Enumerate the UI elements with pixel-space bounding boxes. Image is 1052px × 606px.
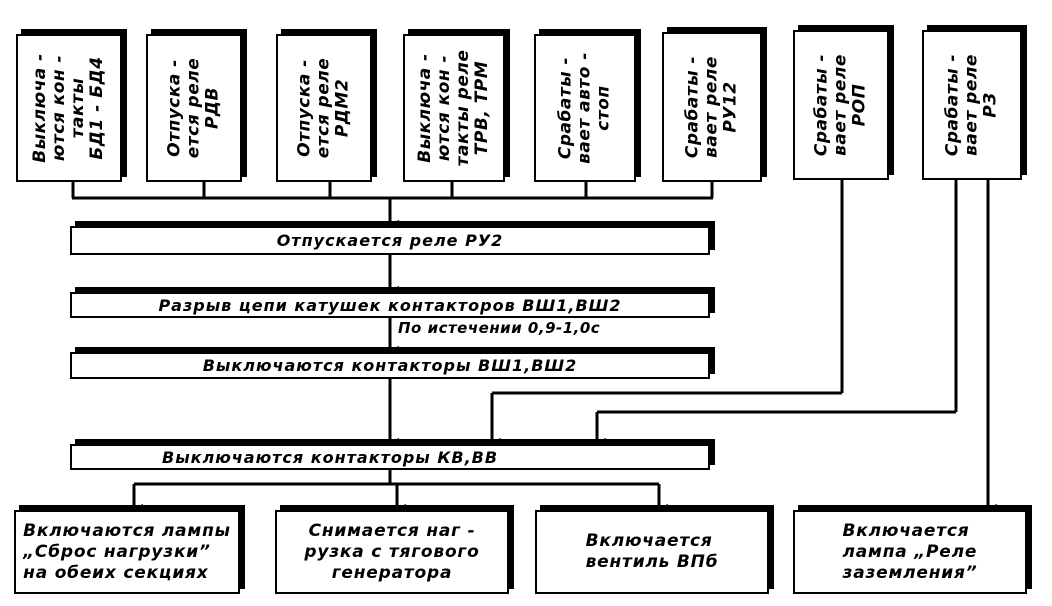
stage-text: Разрыв цепи катушек контакторов ВШ1,ВШ2	[158, 295, 622, 315]
stage-coil-break: Разрыв цепи катушек контакторов ВШ1,ВШ2	[70, 292, 710, 318]
bottom-box-load-reset-lamps: Включаются лампы „Сброс нагрузки” на обе…	[14, 510, 240, 594]
stage-ru2-release: Отпускается реле РУ2	[70, 226, 710, 255]
top-box-autostop: Срабаты - вает авто - стоп	[534, 34, 636, 182]
bottom-box-text: Включается лампа „Реле заземления”	[842, 520, 978, 583]
bottom-box-text: Снимается наг - рузка с тягового генерат…	[304, 520, 480, 583]
top-box-text: Отпуска - ется реле РДМ2	[294, 57, 353, 159]
top-box-rop: Срабаты - вает реле РОП	[793, 30, 889, 180]
top-box-rdv: Отпуска - ется реле РДВ	[146, 34, 242, 182]
top-box-text: Выключа - ются кон - такты реле ТРВ, ТРМ	[415, 49, 492, 167]
stage-text: Выключаются контакторы КВ,ВВ	[162, 447, 499, 467]
bottom-box-ground-relay-lamp: Включается лампа „Реле заземления”	[793, 510, 1027, 594]
top-box-text: Срабаты - вает реле РОП	[811, 53, 870, 157]
top-box-text: Срабаты - вает реле РУ12	[682, 55, 741, 159]
stage-text: Отпускается реле РУ2	[276, 231, 504, 250]
stage-vsh-off: Выключаются контакторы ВШ1,ВШ2	[70, 352, 710, 379]
delay-note: По истечении 0,9-1,0с	[398, 319, 601, 337]
stage-kv-vv-off: Выключаются контакторы КВ,ВВ	[70, 444, 710, 470]
top-box-bd-contacts: Выключа - ются кон - такты БД1 - БД4	[16, 34, 122, 182]
bottom-box-valve-vpb: Включается вентиль ВПб	[535, 510, 769, 594]
bottom-box-generator-unload: Снимается наг - рузка с тягового генерат…	[275, 510, 509, 594]
top-box-ru12: Срабаты - вает реле РУ12	[662, 32, 762, 182]
top-box-text: Выключа - ются кон - такты БД1 - БД4	[30, 53, 107, 163]
top-box-text: Срабаты - вает авто - стоп	[555, 52, 614, 164]
top-box-rdm2: Отпуска - ется реле РДМ2	[276, 34, 372, 182]
bottom-box-text: Включаются лампы „Сброс нагрузки” на обе…	[23, 520, 231, 583]
top-box-text: Срабаты - вает реле РЗ	[942, 53, 1001, 157]
bottom-box-text: Включается вентиль ВПб	[585, 531, 719, 572]
top-box-rz: Срабаты - вает реле РЗ	[922, 30, 1022, 180]
top-box-text: Отпуска - ется реле РДВ	[164, 57, 223, 159]
top-box-trv-trm: Выключа - ются кон - такты реле ТРВ, ТРМ	[403, 34, 505, 182]
stage-text: Выключаются контакторы ВШ1,ВШ2	[202, 356, 578, 375]
